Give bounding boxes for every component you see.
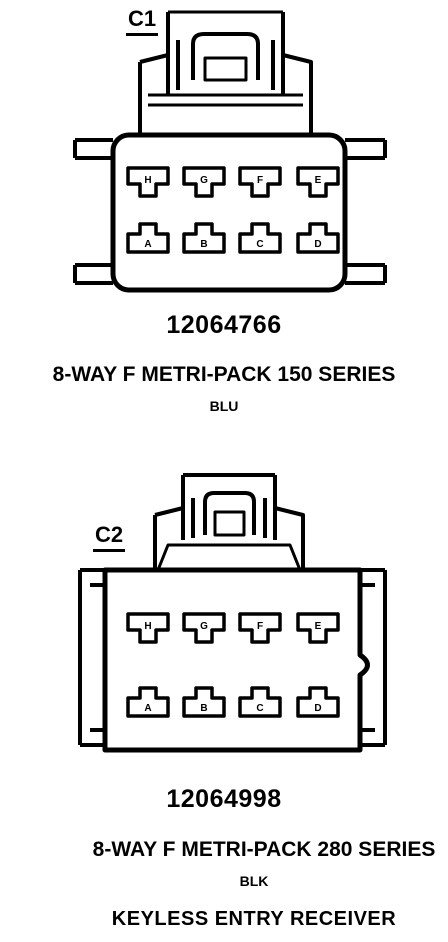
cavity-g: G	[182, 612, 226, 644]
cavity-label: A	[144, 239, 151, 250]
cavity-label: C	[256, 703, 263, 714]
cavity-label: G	[200, 621, 208, 632]
cavity-label: B	[200, 239, 207, 250]
cavity-c: C	[238, 222, 282, 254]
diagram-title: KEYLESS ENTRY RECEIVER	[111, 908, 397, 930]
cavity-label: B	[200, 703, 207, 714]
cavity-label: E	[315, 621, 322, 632]
cavity-label: G	[200, 175, 208, 186]
connector-c1-series: 8-WAY F METRI-PACK 150 SERIES	[52, 363, 396, 386]
connector-c2-color: BLK	[239, 873, 269, 889]
cavity-label: C	[256, 239, 263, 250]
connector-c2-drawing: H G F E A B C D	[78, 473, 387, 753]
cavity-label: D	[314, 703, 321, 714]
connector-c2-series: 8-WAY F METRI-PACK 280 SERIES	[92, 838, 436, 861]
cavity-label: F	[257, 621, 263, 632]
cavity-label: D	[314, 239, 321, 250]
cavity-h: H	[126, 166, 170, 198]
connector-c1-label: C1	[125, 6, 159, 36]
cavity-d: D	[296, 222, 340, 254]
cavity-b: B	[182, 686, 226, 718]
connector-c1-part-number: 12064766	[166, 311, 282, 339]
connector-c1-drawing: H G F E A B C D	[73, 10, 387, 293]
connector-c1-color: BLU	[209, 398, 239, 414]
cavity-f: F	[238, 612, 282, 644]
cavity-label: H	[144, 621, 151, 632]
cavity-label: H	[144, 175, 151, 186]
cavity-label: E	[315, 175, 322, 186]
cavity-h: H	[126, 612, 170, 644]
cavity-d: D	[296, 686, 340, 718]
cavity-c: C	[238, 686, 282, 718]
cavity-e: E	[296, 166, 340, 198]
cavity-label: F	[257, 175, 263, 186]
connector-c2-label: C2	[92, 522, 126, 552]
cavity-b: B	[182, 222, 226, 254]
cavity-e: E	[296, 612, 340, 644]
cavity-a: A	[126, 686, 170, 718]
cavity-f: F	[238, 166, 282, 198]
cavity-a: A	[126, 222, 170, 254]
connector-c2-part-number: 12064998	[166, 785, 282, 813]
cavity-g: G	[182, 166, 226, 198]
cavity-label: A	[144, 703, 151, 714]
